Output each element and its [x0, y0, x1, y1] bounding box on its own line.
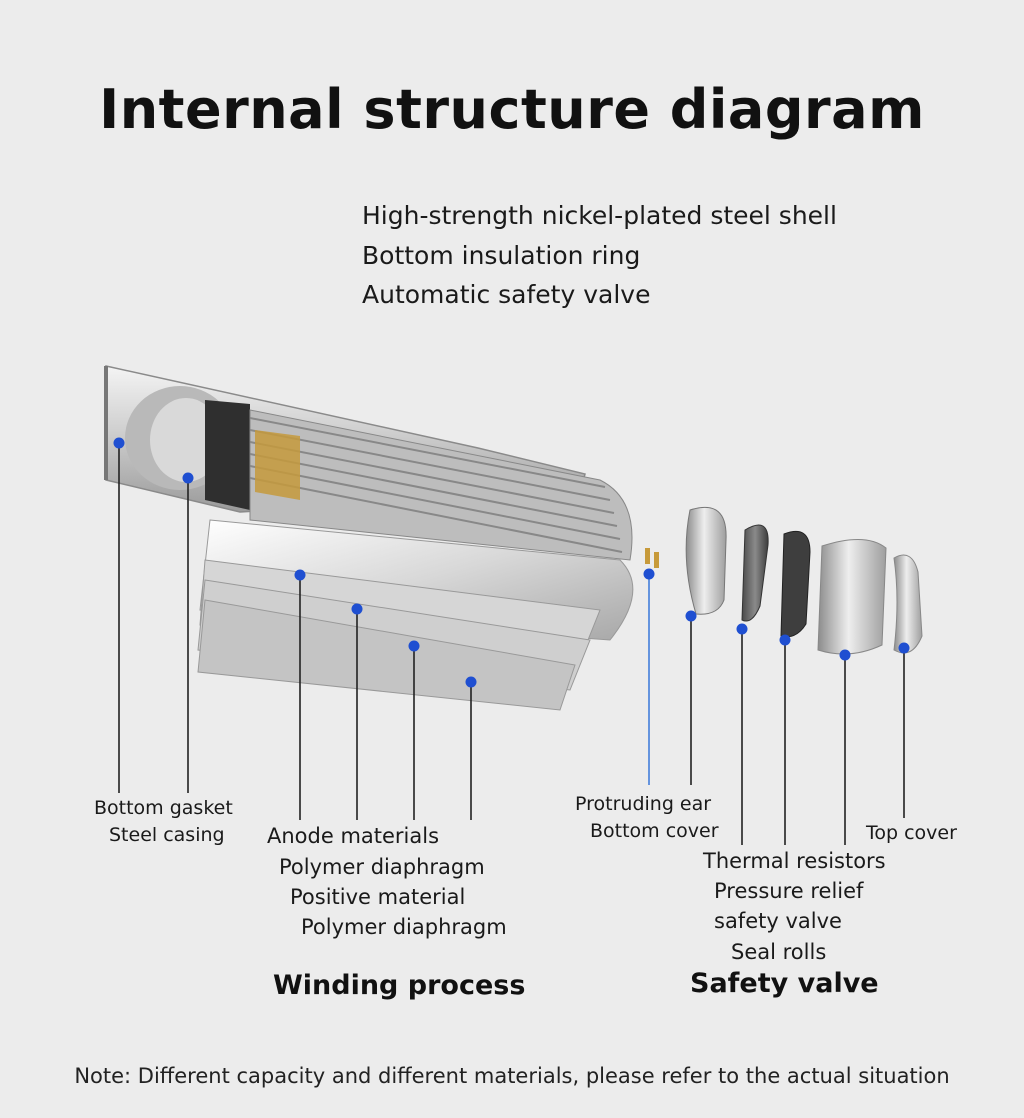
marker-polymer-diaphragm-2 — [465, 676, 477, 688]
marker-bottom-cover — [685, 610, 697, 622]
protruding-ear-shape — [645, 548, 659, 568]
label-bottom-cover: Bottom cover — [590, 820, 719, 842]
feature-safety-valve: Automatic safety valve — [362, 280, 651, 309]
label-thermal-resistors: Thermal resistors — [703, 849, 886, 873]
label-positive-material: Positive material — [290, 885, 466, 909]
label-seal-rolls: Seal rolls — [731, 940, 827, 964]
heading-safety-valve: Safety valve — [690, 968, 879, 999]
label-top-cover: Top cover — [866, 822, 957, 844]
leader-lines — [118, 443, 905, 845]
label-anode-materials: Anode materials — [267, 824, 440, 848]
label-steel-casing: Steel casing — [109, 824, 225, 846]
marker-seal-rolls — [839, 649, 851, 661]
heading-winding-process: Winding process — [273, 970, 526, 1001]
marker-polymer-diaphragm-1 — [351, 603, 363, 615]
label-polymer-diaphragm-2: Polymer diaphragm — [301, 915, 507, 939]
marker-positive-material — [408, 640, 420, 652]
safety-valve-parts — [685, 506, 923, 655]
footnote: Note: Different capacity and different m… — [74, 1064, 950, 1088]
label-safety-valve-part: safety valve — [714, 909, 842, 933]
label-polymer-diaphragm-1: Polymer diaphragm — [279, 855, 485, 879]
label-protruding-ear: Protruding ear — [575, 793, 712, 815]
marker-anode-materials — [294, 569, 306, 581]
label-pressure-relief: Pressure relief — [714, 879, 864, 903]
feature-shell: High-strength nickel-plated steel shell — [362, 201, 837, 230]
marker-dots — [113, 437, 910, 688]
label-bottom-gasket: Bottom gasket — [94, 797, 233, 819]
feature-list: High-strength nickel-plated steel shell … — [362, 196, 837, 315]
marker-steel-casing — [182, 472, 194, 484]
marker-protruding-ear — [643, 568, 655, 580]
marker-top-cover — [898, 642, 910, 654]
winding-roll-shape — [197, 409, 634, 711]
feature-insulation-ring: Bottom insulation ring — [362, 240, 641, 270]
marker-thermal-resistors — [736, 623, 748, 635]
marker-bottom-gasket — [113, 437, 125, 449]
marker-pressure-relief — [779, 634, 791, 646]
page-title: Internal structure diagram — [99, 78, 925, 141]
